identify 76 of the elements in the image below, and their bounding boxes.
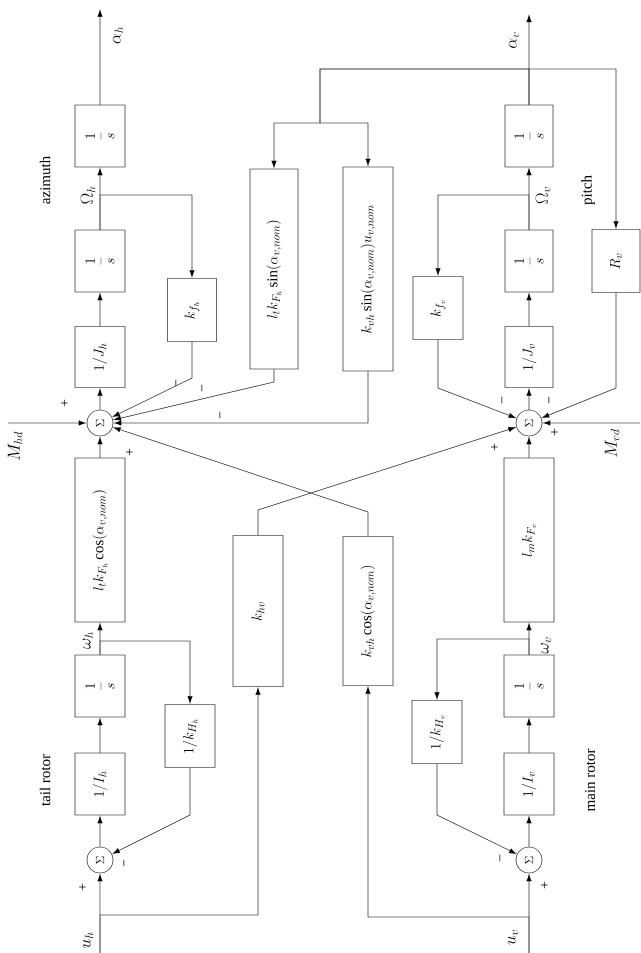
block-box: $1/k_{H_h}$ (164, 704, 216, 768)
block-box: $1/J_h$ (74, 326, 126, 388)
arrow (365, 686, 530, 953)
block-box: $1/J_v$ (504, 326, 554, 388)
summing-junction: $\Sigma$ (516, 410, 542, 436)
signal-label: $M_{hd}$ (8, 432, 22, 460)
arrow (100, 640, 193, 704)
block-box: $1/k_{H_v}$ (412, 700, 462, 764)
block-box: $1/I_h$ (74, 752, 126, 816)
block-box: $\frac{1}{s}$ (74, 230, 126, 292)
arrow (258, 426, 516, 536)
arrow (100, 194, 195, 278)
block-box: $R_v$ (592, 229, 640, 293)
arrow (97, 437, 103, 458)
section-label: pitch (581, 175, 595, 205)
arrow (526, 437, 532, 458)
arrow (528, 68, 619, 228)
block-box: $\frac{1}{s}$ (504, 104, 554, 168)
summing-junction: $\Sigma$ (86, 410, 114, 436)
arrow (543, 420, 640, 426)
block-box: $k_{f_v}$ (412, 276, 464, 340)
signal-label: $u_h$ (82, 932, 94, 948)
section-label: azimuth (40, 156, 50, 204)
sign-symbol: − (548, 396, 550, 404)
signal-label: $\Omega_v$ (536, 187, 550, 204)
signal-label: $\Omega_h$ (80, 186, 96, 204)
signal-label: $\alpha_v$ (508, 32, 520, 48)
section-label: main rotor (584, 748, 596, 812)
sign-symbol: + (61, 400, 68, 406)
arrow (438, 340, 516, 418)
arrow (542, 292, 616, 418)
section-label: tail rotor (40, 754, 50, 806)
arrow (526, 388, 532, 410)
sign-symbol: + (551, 428, 558, 436)
block-box: $l_m k_{F_v}$ (504, 458, 554, 622)
block-box: $1/I_v$ (504, 752, 554, 816)
arrow (114, 371, 368, 426)
arrow (434, 638, 530, 700)
sign-symbol: + (541, 882, 548, 888)
block-box: $k_{f_h}$ (167, 278, 217, 342)
arrow (112, 342, 192, 417)
signal-label: $\omega_v$ (540, 638, 552, 654)
block-box: $\frac{1}{s}$ (504, 230, 554, 292)
sign-symbol: + (491, 444, 498, 450)
arrow (320, 68, 530, 166)
block-box: $l_t k_{F_h}\sin(\alpha_{v,nom})$ (250, 168, 298, 370)
arrow (97, 388, 103, 410)
arrow (8, 420, 86, 426)
summing-junction: $\Sigma$ (516, 846, 542, 874)
arrow (526, 816, 532, 847)
arrow (114, 427, 368, 536)
signal-label: $\alpha_h$ (112, 26, 124, 44)
signal-label: $\omega_h$ (82, 632, 94, 649)
arrow (97, 816, 103, 847)
sign-symbol: + (79, 884, 86, 890)
signal-label: $M_{vd}$ (604, 429, 620, 457)
arrow (97, 718, 103, 753)
block-box: $k_{vh}\sin(\alpha_{v,nom})u_{v,nom}$ (342, 166, 394, 372)
summing-junction: $\Sigma$ (86, 846, 114, 874)
arrow (112, 768, 190, 854)
sign-symbol: + (126, 448, 133, 456)
block-box: $k_{vh}\cos(\alpha_{v,nom})$ (342, 536, 394, 686)
block-box: $\frac{1}{s}$ (504, 654, 554, 718)
block-box: $\frac{1}{s}$ (74, 104, 126, 168)
block-box: $l_t k_{F_h}\cos(\alpha_{v,nom})$ (74, 458, 126, 622)
arrow (97, 293, 103, 326)
signal-label: $u_v$ (508, 930, 518, 945)
arrow (114, 369, 274, 421)
arrow (435, 194, 530, 276)
arrow (97, 10, 103, 105)
block-box: $\frac{1}{s}$ (74, 654, 126, 718)
arrow (100, 688, 261, 953)
arrow (526, 718, 532, 753)
block-box: $k_{hv}$ (232, 535, 284, 687)
arrow (526, 293, 532, 326)
arrow (436, 764, 516, 854)
